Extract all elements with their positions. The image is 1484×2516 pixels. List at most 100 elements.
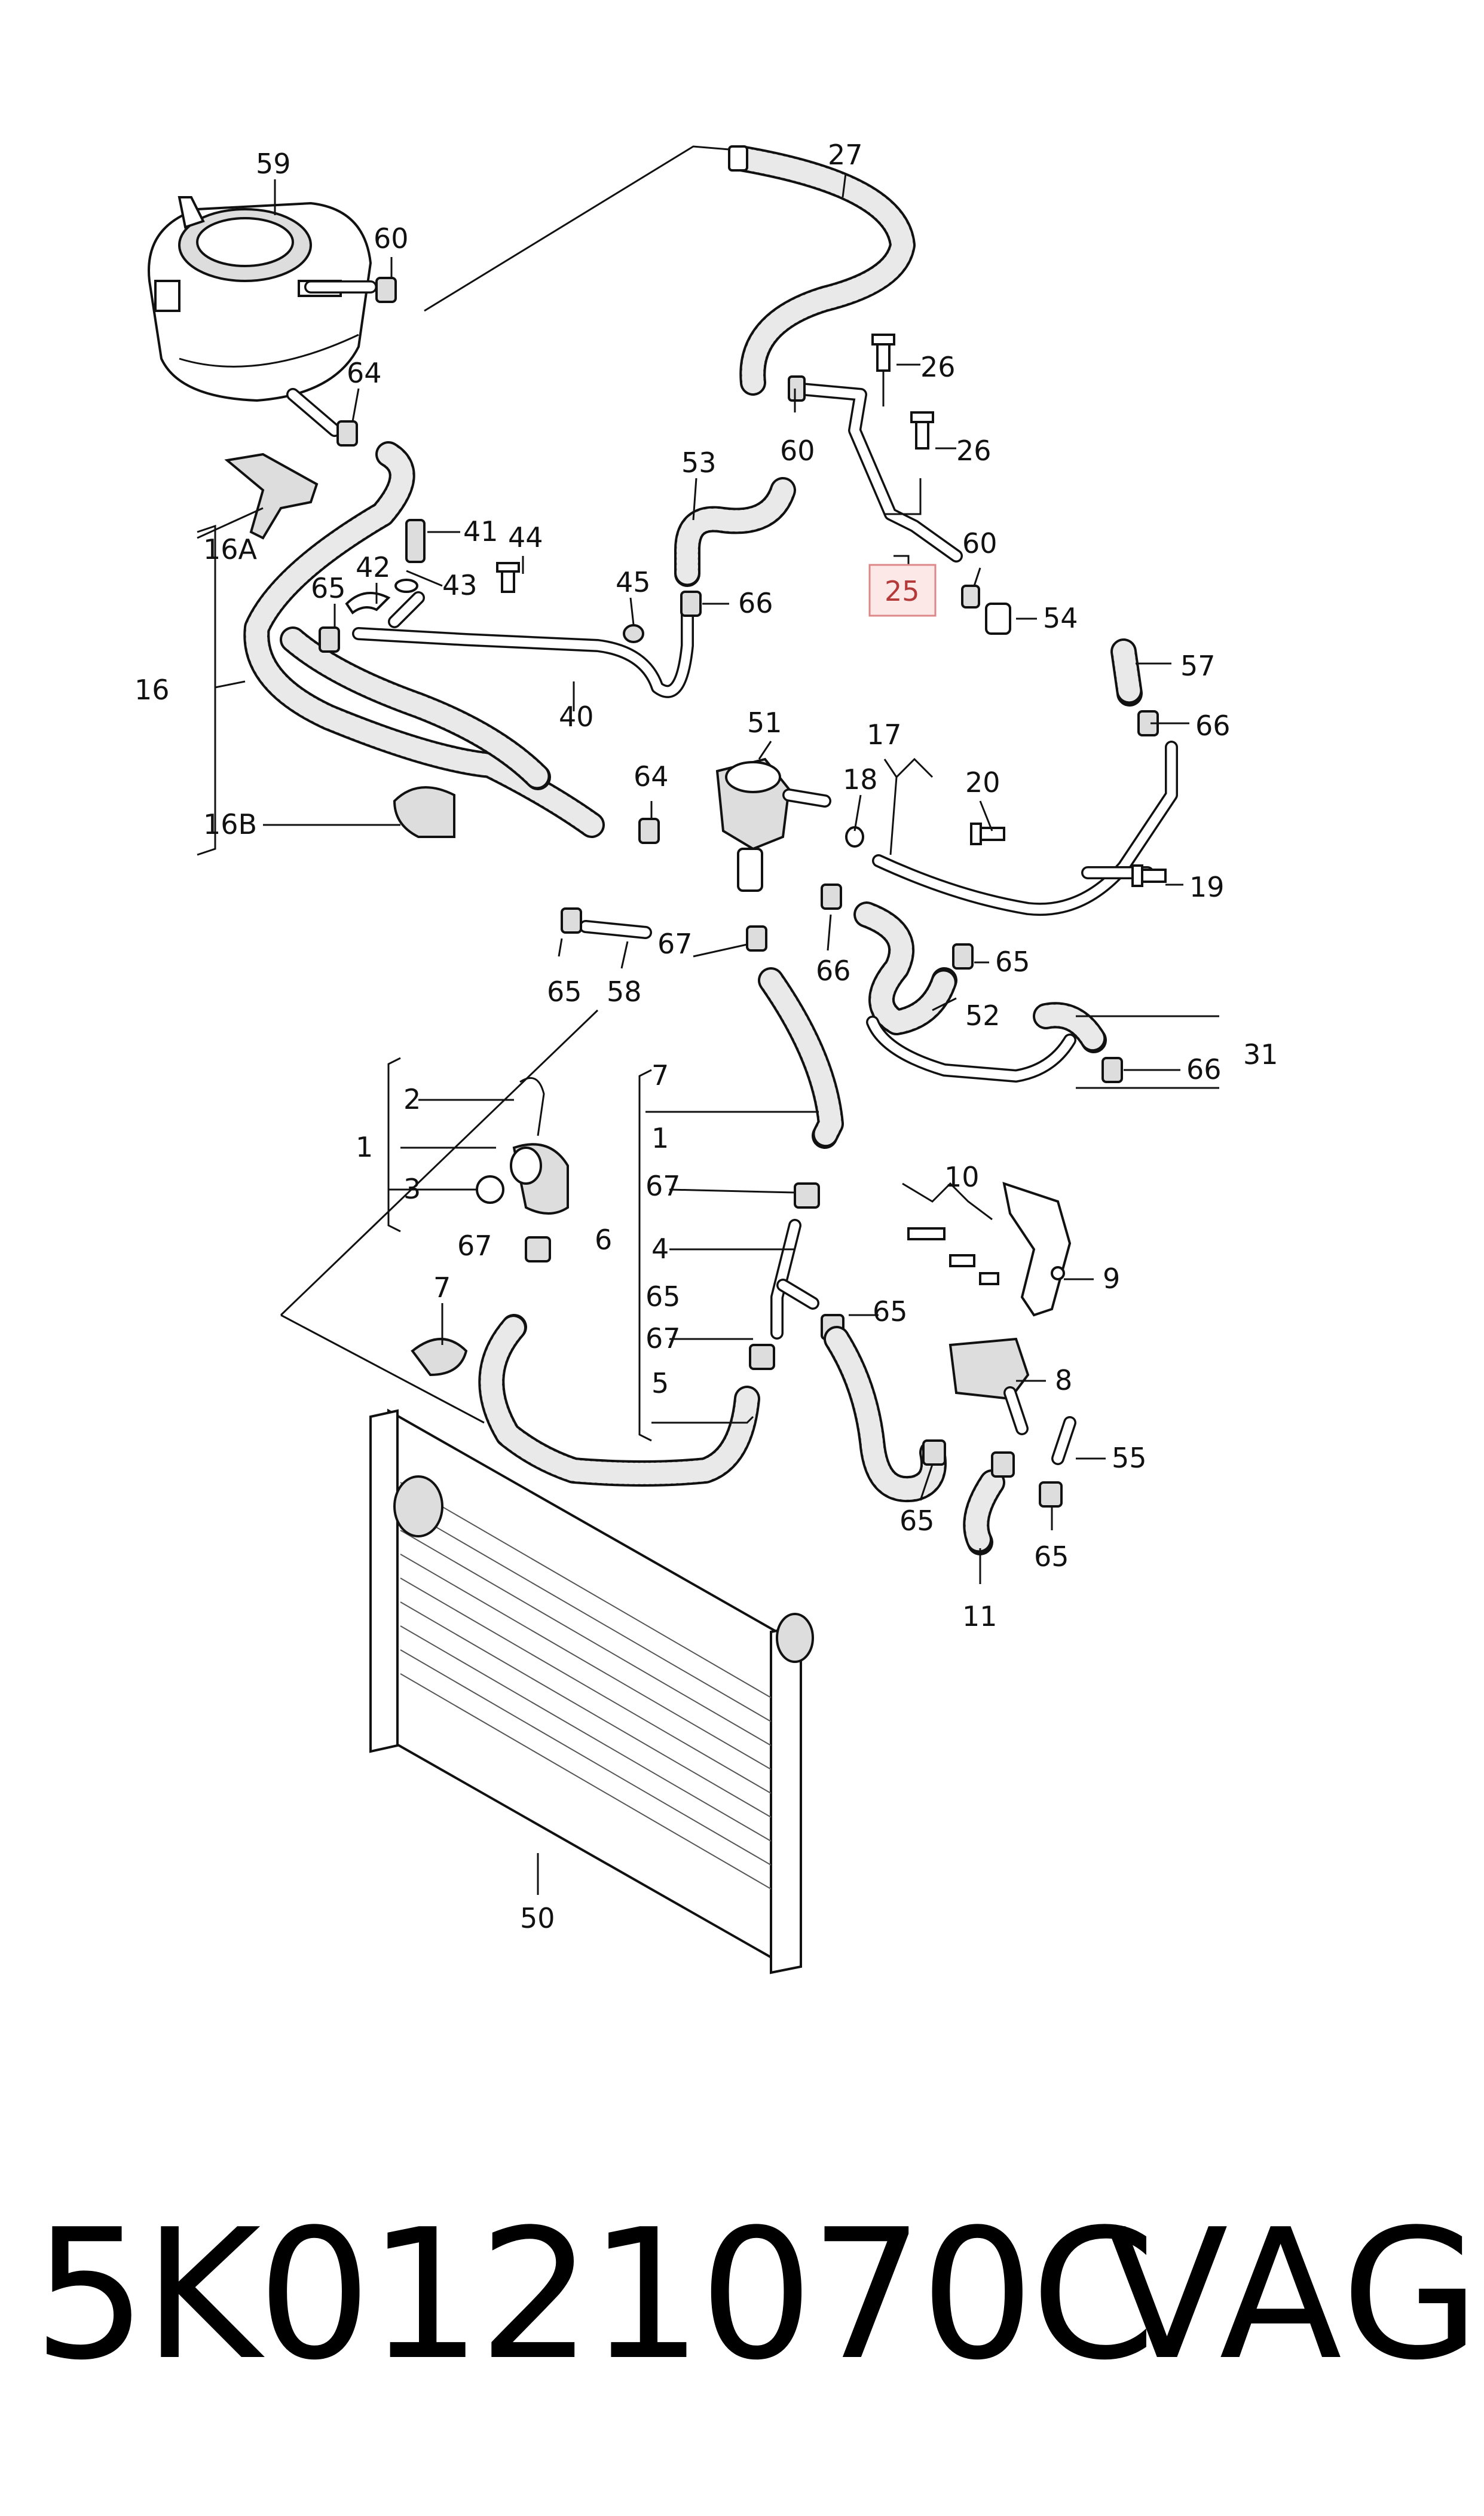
expansion-tank [148,196,377,437]
label-58: 58 [607,976,642,1008]
label-59: 59 [256,148,291,180]
bolt-44 [496,562,520,593]
clamp-65b [952,943,974,970]
label-44: 44 [508,521,543,554]
label-64a: 64 [347,357,382,389]
label-20: 20 [965,766,1000,799]
coolant-system-exploded-diagram: 59 60 27 64 26 60 26 53 16A 41 44 42 43 … [134,139,1278,1974]
label-7a: 7 [651,1059,669,1092]
hose-6 [478,967,844,1487]
clamp-65a [319,626,340,653]
label-31: 31 [1243,1038,1278,1071]
label-60b: 60 [780,435,815,467]
label-43: 43 [442,569,478,601]
label-7b: 7 [433,1271,451,1304]
hose-57 [1110,638,1143,707]
label-66b: 66 [1195,710,1231,742]
label-65d: 65 [645,1280,681,1313]
label-65g: 65 [1034,1540,1069,1573]
clamp-60a [375,277,397,303]
bracket-16A [224,453,319,540]
label-26b: 26 [956,435,992,467]
clamp-65g [1039,1481,1063,1508]
label-25: 25 [885,575,920,607]
label-65b: 65 [995,946,1030,978]
radiator-50 [369,1408,814,1974]
label-67a: 67 [657,928,693,960]
clamp-65c [561,907,582,934]
brand-name: VAG [1106,2191,1483,2399]
label-41: 41 [463,515,498,548]
label-27: 27 [828,139,863,171]
clamp-67d [749,1344,775,1370]
t-piece-4 [770,1219,819,1340]
hose-53 [674,477,796,587]
label-51: 51 [747,707,782,739]
label-57: 57 [1180,650,1216,682]
hose-52 [853,901,957,1035]
clamp-66d [1101,1057,1123,1083]
label-66c: 66 [816,955,851,987]
hose-5 [824,1326,947,1503]
label-60c: 60 [962,527,998,560]
clamp-66c [821,883,842,910]
clamp-65e [922,1439,946,1466]
label-54: 54 [1043,602,1078,634]
clamp-64b [638,818,660,844]
label-17: 17 [867,719,902,751]
thermostat-housing-51 [715,757,831,892]
pipe-25 [788,375,963,562]
clamp-7 [411,1338,468,1377]
hose-11 [963,1469,1005,1555]
label-65e: 65 [873,1295,908,1328]
clamp-66a [680,591,702,617]
label-55: 55 [1112,1442,1147,1474]
label-67d: 67 [645,1322,681,1355]
pipe-17 [872,741,1178,916]
valve-8 [948,1337,1030,1435]
label-67b: 67 [645,1170,681,1202]
label-3: 3 [403,1173,421,1205]
callout-labels: 59 60 27 64 26 60 26 53 16A 41 44 42 43 … [134,139,1278,1934]
bolt-19 [1131,864,1167,887]
label-6: 6 [595,1224,612,1256]
label-52: 52 [965,999,1000,1032]
label-60a: 60 [374,222,409,255]
hose-16 [243,441,605,838]
label-64b: 64 [634,760,669,793]
connector-1 [510,1143,569,1215]
leader-lines [197,173,1219,1895]
seal-43 [394,579,418,593]
label-66a: 66 [738,587,773,619]
clamp-65f [991,1451,1015,1478]
part-number: 5K0121070C [33,2191,1156,2399]
bolt-26b [910,411,934,450]
label-65a: 65 [311,572,346,604]
label-5: 5 [651,1367,669,1399]
label-16A: 16A [203,533,258,565]
hose-54 [985,603,1011,635]
label-16B: 16B [203,808,257,840]
hose-58 [579,920,652,939]
clamp-64a [336,420,358,447]
clamp-67b [525,1236,551,1262]
label-26a: 26 [920,351,956,383]
highlight-box-25 [868,564,937,617]
label-53: 53 [681,447,717,479]
sensor-41 [405,519,426,563]
label-40: 40 [559,701,594,733]
bolt-26a [871,334,895,372]
label-9: 9 [1103,1262,1120,1295]
plug-45 [623,624,644,643]
bracket-16B [393,786,455,838]
label-18: 18 [843,763,878,796]
label-42: 42 [356,551,391,583]
label-10: 10 [944,1161,980,1193]
label-8: 8 [1055,1364,1072,1396]
label-45: 45 [616,566,651,598]
clamp-67c [794,1182,820,1209]
label-65c: 65 [547,976,582,1008]
clip-42 [345,592,391,615]
label-65f: 65 [899,1505,935,1537]
label-66d: 66 [1186,1053,1222,1086]
